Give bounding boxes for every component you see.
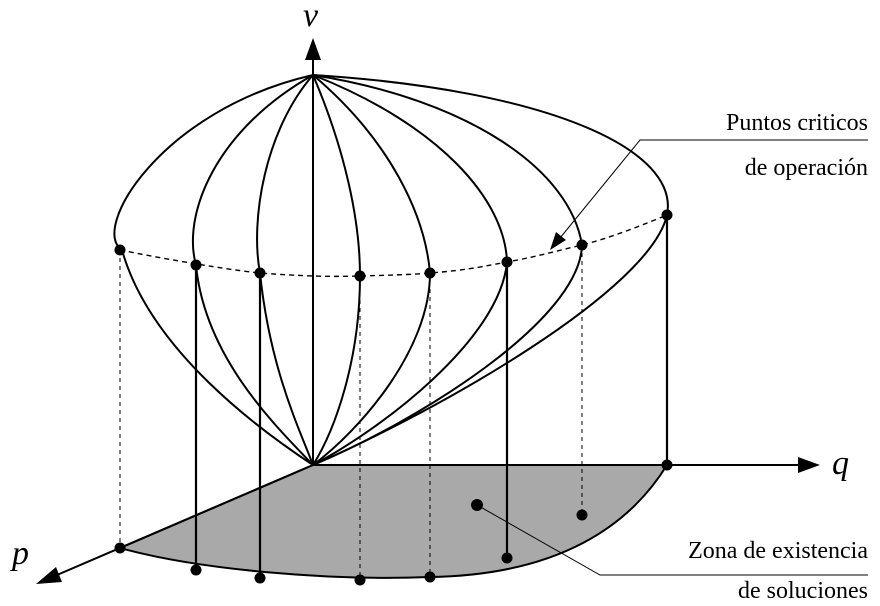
pv-curve-7: [312, 74, 584, 466]
pv-curve-6: [312, 74, 509, 466]
pv-curve-4: [312, 74, 362, 466]
zone-label-line1: Zona de existencia: [688, 538, 868, 564]
pv-curve-5: [312, 74, 432, 466]
projected-points: [114, 459, 673, 586]
axes: [36, 38, 820, 584]
p-axis: [49, 464, 314, 579]
p-axis-arrowhead: [36, 567, 62, 584]
critical-points-label-line1: Puntos criticos: [726, 110, 868, 136]
pv-curve-1: [113, 74, 314, 466]
q-axis-label: q: [832, 445, 849, 482]
p-axis-label: p: [10, 535, 29, 572]
solution-zone: [116, 464, 669, 579]
pv-curve-2: [191, 74, 314, 466]
projection-lines: [119, 215, 669, 580]
critical-points: [114, 209, 673, 282]
zone-label-line2: de soluciones: [738, 578, 868, 604]
v-axis-label: v: [303, 0, 319, 34]
pv-curve-3: [256, 74, 314, 466]
v-axis-arrowhead: [305, 38, 321, 60]
critical-points-pointer: [550, 139, 868, 250]
q-axis-arrowhead: [798, 457, 820, 473]
critical-points-label-line2: de operación: [745, 155, 868, 181]
zone-pointer: [476, 504, 868, 576]
